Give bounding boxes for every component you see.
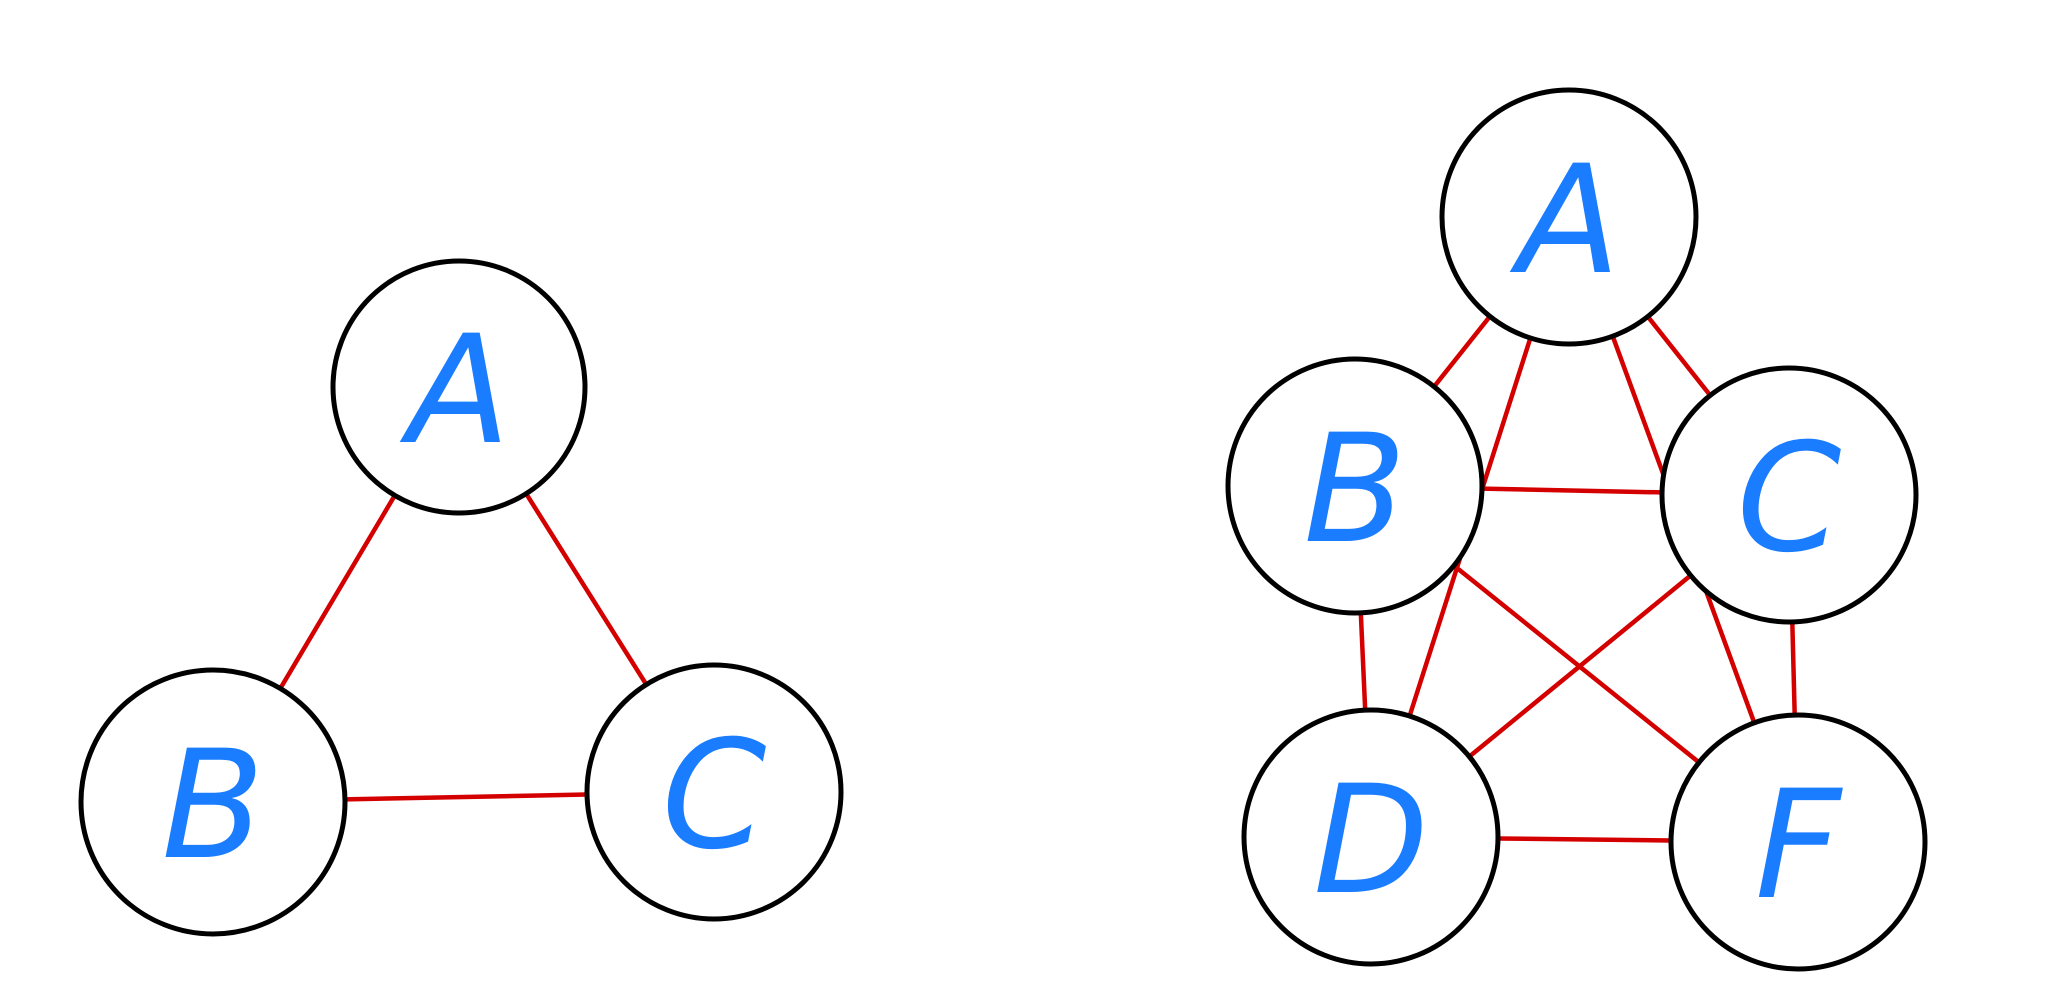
edge-right-c-f [1790, 619, 1797, 718]
node-circle [1659, 365, 1919, 625]
edge-right-a-b [1431, 314, 1493, 389]
edge-left-b-c [342, 792, 590, 802]
node-right-f: F [1668, 712, 1928, 972]
node-right-d: D [1241, 707, 1501, 967]
node-left-b: B [78, 667, 348, 937]
node-label: B [162, 719, 265, 893]
graph-left: A B C [78, 258, 844, 937]
edge-right-d-f [1495, 836, 1674, 843]
edge-left-a-b [278, 493, 398, 691]
node-label: C [662, 709, 767, 883]
edge-right-b-c [1479, 486, 1665, 495]
node-circle [584, 662, 844, 922]
node-circle [78, 667, 348, 937]
node-label: A [400, 304, 511, 478]
edge-left-a-c [523, 491, 649, 687]
edge-right-b-f [1451, 563, 1702, 765]
edge-right-b-d [1358, 610, 1368, 713]
edges-right [1358, 314, 1797, 843]
node-circle [1668, 712, 1928, 972]
node-circle [1225, 356, 1485, 616]
graph-right: AB C D F [1225, 87, 1928, 972]
node-right-a: A [1439, 87, 1699, 347]
node-label: C [1737, 412, 1842, 586]
edges-left [278, 491, 649, 802]
node-label: F [1755, 759, 1844, 933]
node-circle [330, 258, 588, 516]
node-left-a: A [330, 258, 588, 516]
edge-right-c-d [1467, 573, 1693, 759]
node-label: D [1313, 754, 1429, 928]
node-left-c: C [584, 662, 844, 922]
node-right-c: C [1659, 365, 1919, 625]
node-circle [1241, 707, 1501, 967]
node-label: A [1510, 134, 1621, 308]
node-right-b: B [1225, 356, 1485, 616]
node-circle [1439, 87, 1699, 347]
edge-right-a-c [1645, 314, 1713, 398]
node-label: B [1304, 403, 1407, 577]
